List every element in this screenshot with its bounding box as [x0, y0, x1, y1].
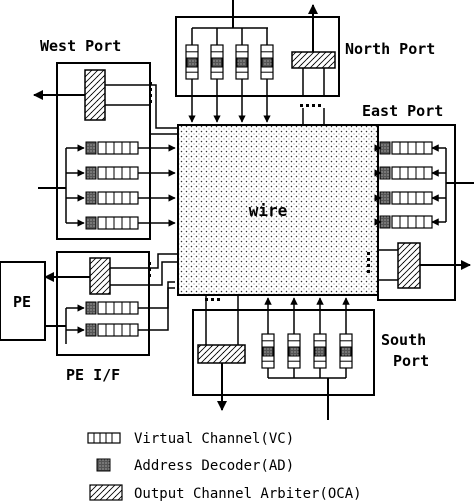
north-port-label: North Port — [345, 40, 435, 58]
crossbar-label: wire — [249, 201, 288, 220]
virtual-channel — [97, 323, 139, 337]
north-vc-4 — [260, 44, 274, 80]
pe-vc-1 — [85, 301, 139, 315]
south-vc-3 — [313, 333, 327, 369]
east-port — [367, 124, 474, 301]
north-oca — [291, 51, 336, 69]
address-decoder — [85, 191, 97, 205]
west-vc-3 — [85, 191, 139, 205]
south-port-label-2: Port — [393, 352, 429, 370]
north-vc-3 — [235, 44, 249, 80]
virtual-channel — [391, 141, 433, 155]
north-vc-1 — [185, 44, 199, 80]
legend-oca-text: Output Channel Arbiter(OCA) — [134, 486, 362, 502]
south-vc-4 — [339, 333, 353, 369]
address-decoder — [340, 346, 352, 357]
virtual-channel — [391, 215, 433, 229]
address-decoder — [379, 166, 391, 180]
north-vc-2 — [210, 44, 224, 80]
address-decoder — [379, 215, 391, 229]
pe-interface — [44, 251, 178, 356]
pe-vc-2 — [85, 323, 139, 337]
virtual-channel — [97, 166, 139, 180]
legend: Virtual Channel(VC) Address Decoder(AD) … — [87, 431, 362, 502]
east-oca — [397, 242, 421, 289]
virtual-channel — [391, 166, 433, 180]
address-decoder — [211, 57, 223, 68]
west-oca — [84, 69, 106, 121]
address-decoder — [261, 57, 273, 68]
address-decoder — [85, 141, 97, 155]
address-decoder — [85, 216, 97, 230]
address-decoder — [85, 323, 97, 337]
virtual-channel — [97, 191, 139, 205]
west-port — [33, 62, 178, 240]
address-decoder — [186, 57, 198, 68]
south-oca — [197, 344, 246, 364]
virtual-channel — [97, 216, 139, 230]
virtual-channel — [97, 301, 139, 315]
address-decoder — [288, 346, 300, 357]
east-port-label: East Port — [362, 102, 443, 120]
west-vc-4 — [85, 216, 139, 230]
legend-ad-text: Address Decoder(AD) — [134, 458, 294, 474]
pe-if-label: PE I/F — [66, 366, 120, 384]
south-vc-2 — [287, 333, 301, 369]
address-decoder — [85, 166, 97, 180]
south-vc-1 — [261, 333, 275, 369]
east-vc-2 — [379, 166, 433, 180]
crossbar-wire — [177, 124, 379, 296]
address-decoder — [262, 346, 274, 357]
west-vc-1 — [85, 141, 139, 155]
west-port-label: West Port — [40, 37, 121, 55]
address-decoder — [85, 301, 97, 315]
east-vc-1 — [379, 141, 433, 155]
pe-box — [0, 261, 46, 341]
east-vc-4 — [379, 215, 433, 229]
west-vc-2 — [85, 166, 139, 180]
address-decoder — [379, 141, 391, 155]
address-decoder — [314, 346, 326, 357]
north-port — [175, 0, 340, 125]
pe-label: PE — [13, 293, 31, 311]
address-decoder — [379, 191, 391, 205]
virtual-channel — [391, 191, 433, 205]
virtual-channel — [97, 141, 139, 155]
legend-vc-text: Virtual Channel(VC) — [134, 431, 294, 447]
legend-vc-icon — [87, 432, 121, 444]
legend-oca-icon — [89, 484, 123, 501]
address-decoder — [236, 57, 248, 68]
east-vc-3 — [379, 191, 433, 205]
pe-if-oca — [89, 257, 111, 295]
legend-ad-icon — [96, 458, 111, 472]
south-port — [192, 295, 375, 420]
south-port-label-1: South — [381, 331, 426, 349]
